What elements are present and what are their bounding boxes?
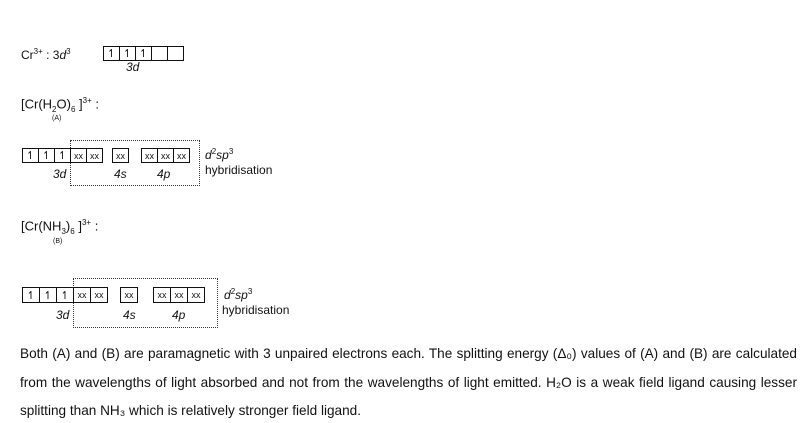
explanation-paragraph: Both (A) and (B) are paramagnetic with 3…: [20, 346, 797, 418]
hybridisation-type-b: d2sp3: [224, 287, 252, 302]
hyb-3: 3: [228, 147, 234, 156]
d-orbital-box: ↿: [40, 288, 57, 302]
ion-orbital-diagram: ↿↿↿: [103, 46, 184, 61]
formula-charge: 3+: [82, 96, 92, 105]
d-orbital-box: ↿: [23, 149, 39, 162]
label-3d-b: 3d: [56, 308, 70, 322]
d-orbital-box: ↿: [23, 288, 40, 302]
label-4p-b: 4p: [172, 308, 186, 322]
p-orbital-box: xx: [177, 150, 186, 161]
formula-mid: ): [65, 218, 71, 234]
label-3d-a: 3d: [53, 167, 67, 181]
hyb-d: d: [205, 148, 212, 162]
d-orbital-box: ↿: [57, 288, 74, 302]
d-orbital-box: xx: [71, 149, 87, 162]
formula-sub1: 2: [52, 104, 57, 114]
hyb-2: 2: [211, 147, 217, 156]
ion-orbital-box: ↿: [104, 47, 120, 60]
hybridisation-type-a: d2sp3: [205, 147, 233, 162]
ion-orbital-label-text: 3d: [126, 60, 140, 74]
config-prefix: : 3: [46, 48, 60, 62]
hyb-sp: sp: [216, 148, 229, 162]
complex-a-4s-box: xx: [112, 148, 129, 163]
ion-symbol: Cr: [21, 48, 34, 62]
formula-pre: [Cr(H: [21, 96, 53, 112]
complex-b-formula: [Cr(NH3)6 ]3+ :: [21, 218, 98, 236]
hyb-2: 2: [230, 287, 236, 296]
hybridisation-label-b: hybridisation: [222, 303, 290, 317]
ion-charge: 3+: [33, 47, 43, 56]
complex-b-4s-box: xx: [120, 287, 138, 303]
formula-sub2: 6: [70, 226, 75, 236]
formula-pre: [Cr(NH: [21, 218, 62, 234]
s-orbital-box: xx: [124, 290, 134, 300]
formula-mid: O): [56, 96, 71, 112]
formula-sub2: 6: [70, 104, 76, 114]
config-count: 3: [66, 47, 71, 56]
config-orbital: d: [59, 48, 67, 62]
hybrid-region-a: [70, 140, 200, 186]
label-4s-b: 4s: [123, 308, 136, 322]
s-orbital-box: xx: [116, 150, 125, 161]
d-orbital-box: ↿: [55, 149, 71, 162]
ion-orbital-label: 3d: [126, 60, 139, 74]
formula-charge: 3+: [81, 218, 92, 227]
d-orbital-box: xx: [94, 290, 104, 300]
ion-orbital-box: [168, 47, 183, 60]
label-4s-a: 4s: [114, 167, 127, 181]
formula-bracket: ]: [78, 218, 82, 234]
ion-3d-boxes: ↿↿↿: [103, 46, 184, 61]
hybrid-region-b: [73, 278, 218, 328]
ion-orbital-box: ↿: [136, 47, 152, 60]
formula-colon: :: [95, 96, 100, 112]
formula-colon: :: [94, 218, 99, 234]
complex-b-tag: (B): [53, 238, 63, 245]
hyb-sp: sp: [235, 288, 248, 302]
hybridisation-label-a: hybridisation: [205, 163, 273, 177]
p-orbital-box: xx: [154, 288, 171, 302]
ion-config: Cr3+ : 3d3: [21, 47, 71, 62]
p-orbital-box: xx: [142, 149, 158, 162]
hyb-3: 3: [247, 287, 253, 296]
d-orbital-box: ↿: [39, 149, 55, 162]
ion-orbital-box: [152, 47, 168, 60]
d-orbital-box: xx: [74, 288, 91, 302]
complex-a-tag: (A): [52, 115, 62, 122]
hyb-d: d: [224, 288, 231, 302]
formula-sub1: 3: [61, 226, 66, 236]
label-4p-a: 4p: [157, 167, 171, 181]
ion-orbital-box: ↿: [120, 47, 136, 60]
p-orbital-box: xx: [191, 290, 201, 300]
complex-a-formula: [Cr(H2O)6 ]3+ :: [21, 96, 99, 114]
formula-bracket: ]: [79, 96, 83, 112]
p-orbital-box: xx: [158, 149, 174, 162]
d-orbital-box: xx: [90, 150, 99, 161]
p-orbital-box: xx: [171, 288, 188, 302]
